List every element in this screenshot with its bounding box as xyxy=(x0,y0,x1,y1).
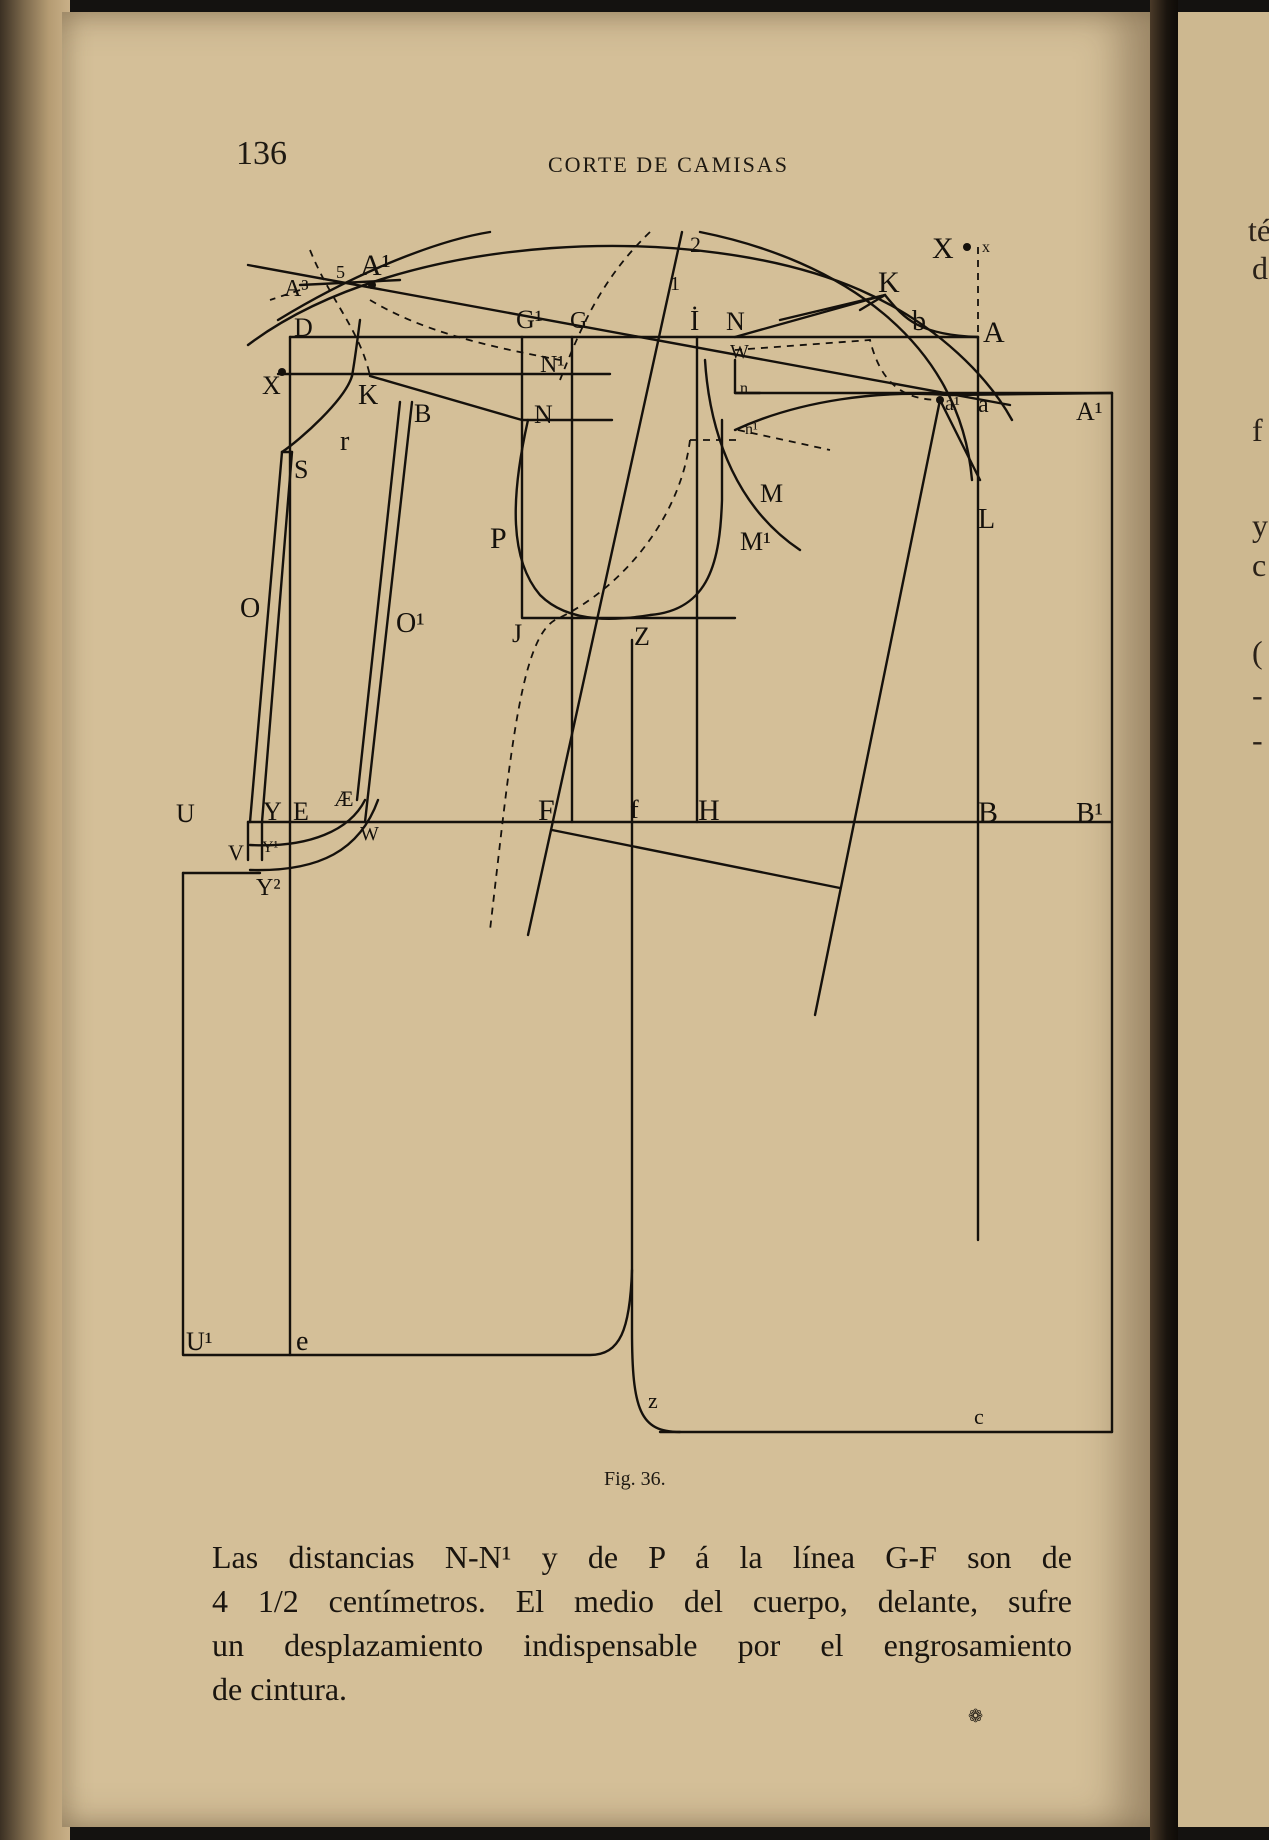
label: O xyxy=(240,593,260,624)
label: W xyxy=(730,341,749,363)
figure-caption: Fig. 36. xyxy=(604,1468,666,1490)
label: U¹ xyxy=(186,1327,213,1356)
label: f xyxy=(630,795,639,824)
label: K xyxy=(358,380,378,411)
label: P xyxy=(490,522,507,555)
label: B xyxy=(414,399,431,428)
label: S xyxy=(294,455,308,484)
label: U xyxy=(176,799,195,828)
label: M¹ xyxy=(740,527,771,556)
facing-letter: y xyxy=(1252,507,1268,543)
label: Z xyxy=(634,622,650,651)
book-gutter xyxy=(1150,0,1178,1840)
label: F xyxy=(538,794,555,827)
label: 1 xyxy=(670,273,680,295)
label: Æ xyxy=(334,786,354,811)
book-page xyxy=(62,12,1150,1827)
label: J xyxy=(512,619,522,648)
label: 2 xyxy=(690,232,701,257)
running-head: CORTE DE CAMISAS xyxy=(548,152,789,177)
label: A xyxy=(983,316,1005,349)
label: A¹ xyxy=(360,249,391,282)
label: E xyxy=(293,797,309,826)
label: a¹ xyxy=(945,393,960,415)
label: A¹ xyxy=(1076,397,1103,426)
page-number: 136 xyxy=(236,135,287,172)
label: W xyxy=(360,823,379,845)
facing-letter: - xyxy=(1252,677,1263,713)
label: Y² xyxy=(256,875,281,901)
label: n xyxy=(740,380,748,397)
label: G¹ xyxy=(516,305,543,334)
label: G xyxy=(570,308,587,334)
label: D xyxy=(294,313,313,342)
label: B¹ xyxy=(1076,798,1103,829)
label: N xyxy=(726,307,745,336)
facing-letter: f xyxy=(1252,412,1263,448)
paragraph-line: un desplazamiento indispensable por el e… xyxy=(212,1627,1072,1663)
label: x xyxy=(982,239,990,256)
label: b xyxy=(912,306,926,337)
label: X xyxy=(932,232,954,265)
label: Y xyxy=(263,797,282,826)
end-ornament: ❁ xyxy=(968,1706,984,1726)
label: M xyxy=(760,479,783,508)
label: H xyxy=(698,794,720,827)
facing-page-edge: té d f y c ( - - xyxy=(1178,12,1269,1827)
label: e xyxy=(296,1326,308,1357)
label: N xyxy=(534,400,553,429)
book-left-edge xyxy=(0,0,70,1840)
paragraph-line: de cintura. xyxy=(212,1671,348,1707)
facing-letter: - xyxy=(1252,722,1263,758)
paragraph-line: 4 1/2 centímetros. El medio del cuerpo, … xyxy=(212,1583,1072,1619)
label: r xyxy=(340,426,350,457)
paragraph-line: Las distancias N-N¹ y de P á la línea G-… xyxy=(212,1539,1072,1575)
facing-letter: d xyxy=(1252,250,1268,286)
label: K xyxy=(878,266,900,299)
facing-letter: c xyxy=(1252,547,1267,583)
label: z xyxy=(648,1388,658,1413)
body-paragraph: Las distancias N-N¹ y de P á la línea G-… xyxy=(212,1535,1072,1711)
label: n¹ xyxy=(745,421,758,438)
facing-letter: ( xyxy=(1252,634,1263,670)
label: B xyxy=(978,796,998,829)
label: V xyxy=(228,840,244,865)
label: 5 xyxy=(336,262,345,282)
label: A³ xyxy=(284,276,309,302)
label: O¹ xyxy=(396,608,425,639)
label: L xyxy=(978,504,995,535)
label: c xyxy=(974,1404,984,1429)
label: İ xyxy=(690,306,699,337)
label: Y¹ xyxy=(262,839,279,856)
facing-letter: té xyxy=(1248,212,1269,248)
label: N¹ xyxy=(540,352,565,378)
label: a xyxy=(978,392,989,418)
label: X xyxy=(262,371,281,400)
